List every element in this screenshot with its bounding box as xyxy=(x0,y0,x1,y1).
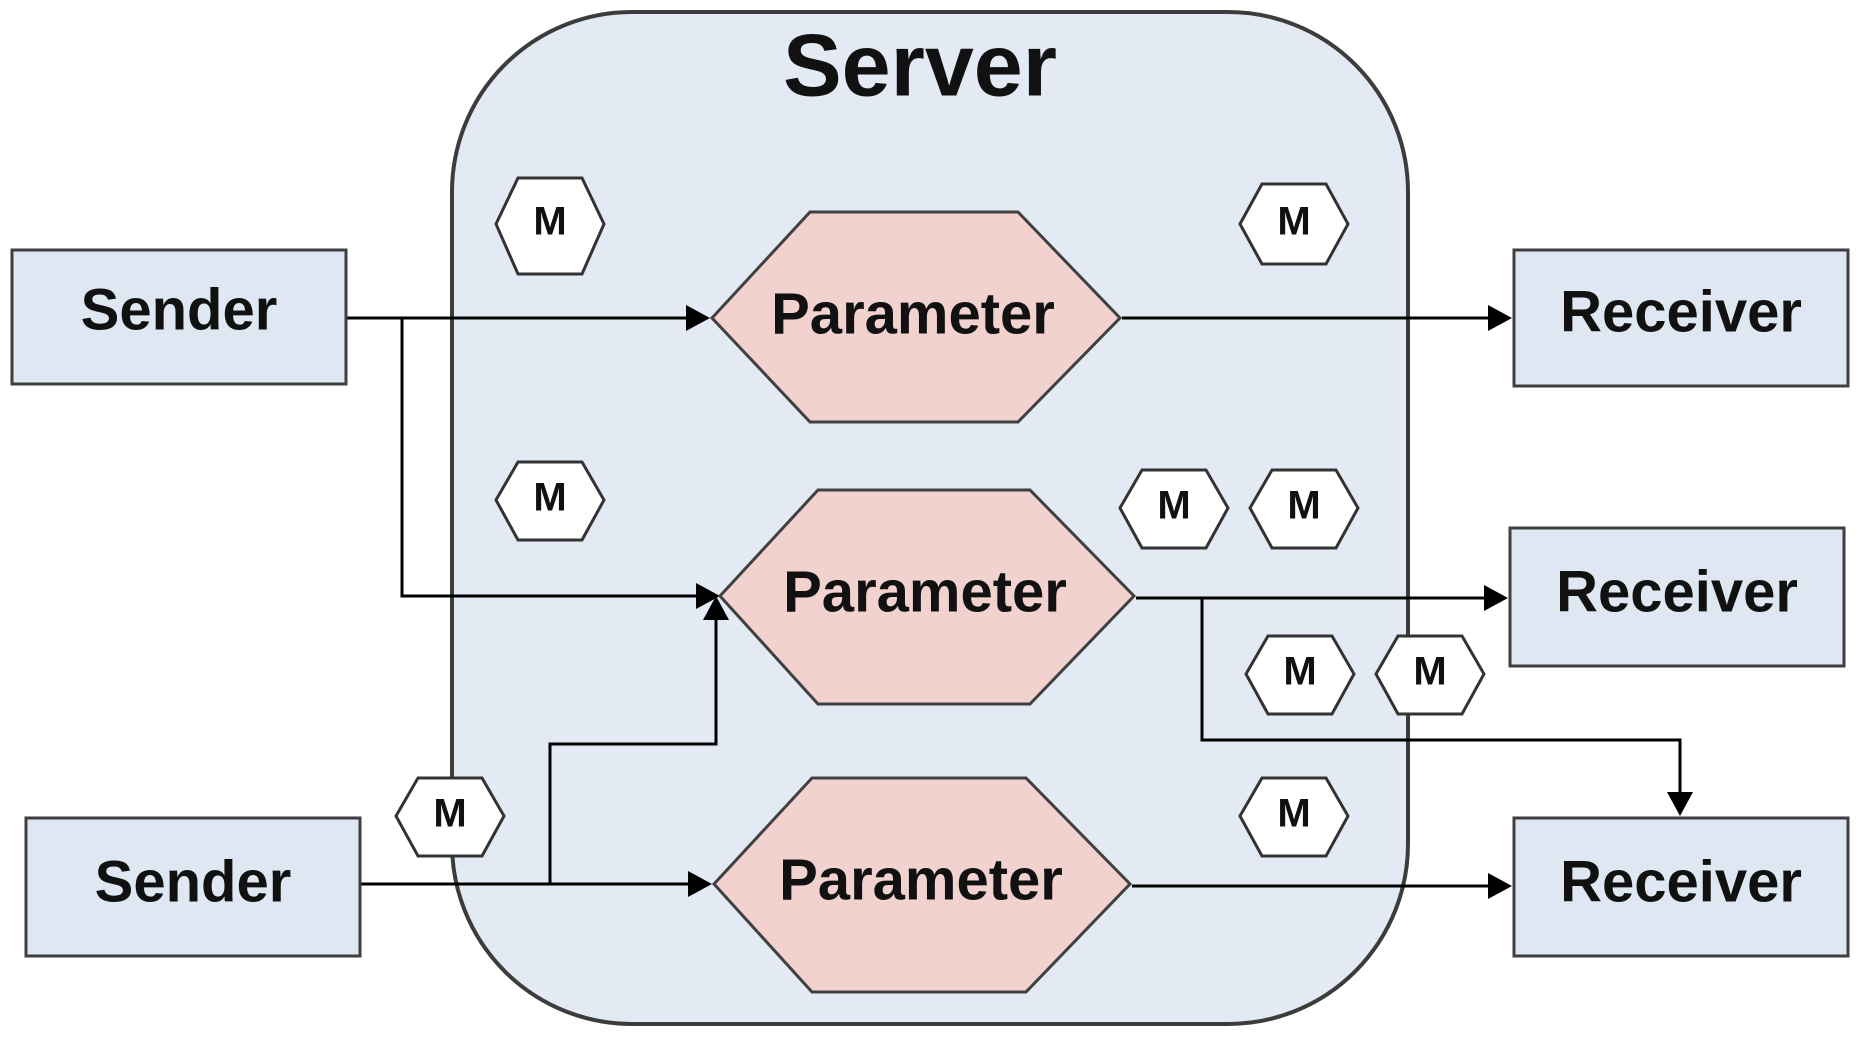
marker-1-hexagon xyxy=(494,176,606,276)
arrowhead-param1-in xyxy=(686,305,710,331)
marker-2: M xyxy=(1238,182,1350,266)
parameter-3: Parameter xyxy=(711,776,1133,994)
receiver-3-label: Receiver xyxy=(1560,849,1802,914)
marker-2-hexagon xyxy=(1238,182,1350,266)
receiver-2: Receiver xyxy=(1508,526,1846,668)
marker-9: M xyxy=(1238,776,1350,858)
parameter-1: Parameter xyxy=(709,210,1123,424)
marker-5-hexagon xyxy=(1248,468,1360,550)
marker-8-label: M xyxy=(433,792,466,836)
marker-6: M xyxy=(1244,634,1356,716)
sender-2: Sender xyxy=(24,816,362,958)
marker-4: M xyxy=(1118,468,1230,550)
connectors xyxy=(346,305,1693,899)
marker-3: M xyxy=(494,460,606,542)
marker-3-hexagon xyxy=(494,460,606,542)
receiver-2-box xyxy=(1508,526,1846,668)
marker-3-label: M xyxy=(533,476,566,520)
parameter-2-label: Parameter xyxy=(783,559,1067,624)
sender-1: Sender xyxy=(10,248,348,386)
marker-9-hexagon xyxy=(1238,776,1350,858)
marker-4-hexagon xyxy=(1118,468,1230,550)
connector-sender2-param2 xyxy=(548,620,718,884)
parameter-2: Parameter xyxy=(717,488,1137,706)
marker-8: M xyxy=(394,776,506,858)
marker-4-label: M xyxy=(1157,484,1190,528)
arrowhead-receiver3-in-top xyxy=(1667,792,1693,816)
server-title: Server xyxy=(783,15,1057,114)
parameter-1-label: Parameter xyxy=(771,281,1055,346)
connector-param2-receiver3 xyxy=(1200,598,1682,792)
marker-7-label: M xyxy=(1413,650,1446,694)
receiver-2-label: Receiver xyxy=(1556,559,1798,624)
sender-1-label: Sender xyxy=(81,277,278,342)
receiver-1-label: Receiver xyxy=(1560,279,1802,344)
marker-6-hexagon xyxy=(1244,634,1356,716)
marker-5: M xyxy=(1248,468,1360,550)
receiver-1-box xyxy=(1512,248,1850,388)
arrowhead-param2-in-left xyxy=(696,583,720,609)
arrowhead-param2-in-bottom xyxy=(703,596,729,620)
marker-2-label: M xyxy=(1277,200,1310,244)
parameter-3-hexagon xyxy=(711,776,1133,994)
marker-1-label: M xyxy=(533,200,566,244)
connector-sender1-param2 xyxy=(400,318,696,598)
parameter-3-label: Parameter xyxy=(779,847,1063,912)
marker-7-hexagon xyxy=(1374,634,1486,716)
receiver-3-box xyxy=(1512,816,1850,958)
sender-1-box xyxy=(10,248,348,386)
marker-7: M xyxy=(1374,634,1486,716)
marker-6-label: M xyxy=(1283,650,1316,694)
receiver-3: Receiver xyxy=(1512,816,1850,958)
parameter-1-hexagon xyxy=(709,210,1123,424)
arrowhead-param3-in xyxy=(688,871,712,897)
arrowhead-receiver2-in xyxy=(1484,585,1508,611)
parameter-2-hexagon xyxy=(717,488,1137,706)
sender-2-box xyxy=(24,816,362,958)
arrowhead-receiver1-in xyxy=(1488,305,1512,331)
receiver-1: Receiver xyxy=(1512,248,1850,388)
marker-5-label: M xyxy=(1287,484,1320,528)
marker-8-hexagon xyxy=(394,776,506,858)
arrowhead-receiver3-in-left xyxy=(1488,873,1512,899)
marker-1: M xyxy=(494,176,606,276)
sender-2-label: Sender xyxy=(95,849,292,914)
marker-9-label: M xyxy=(1277,792,1310,836)
